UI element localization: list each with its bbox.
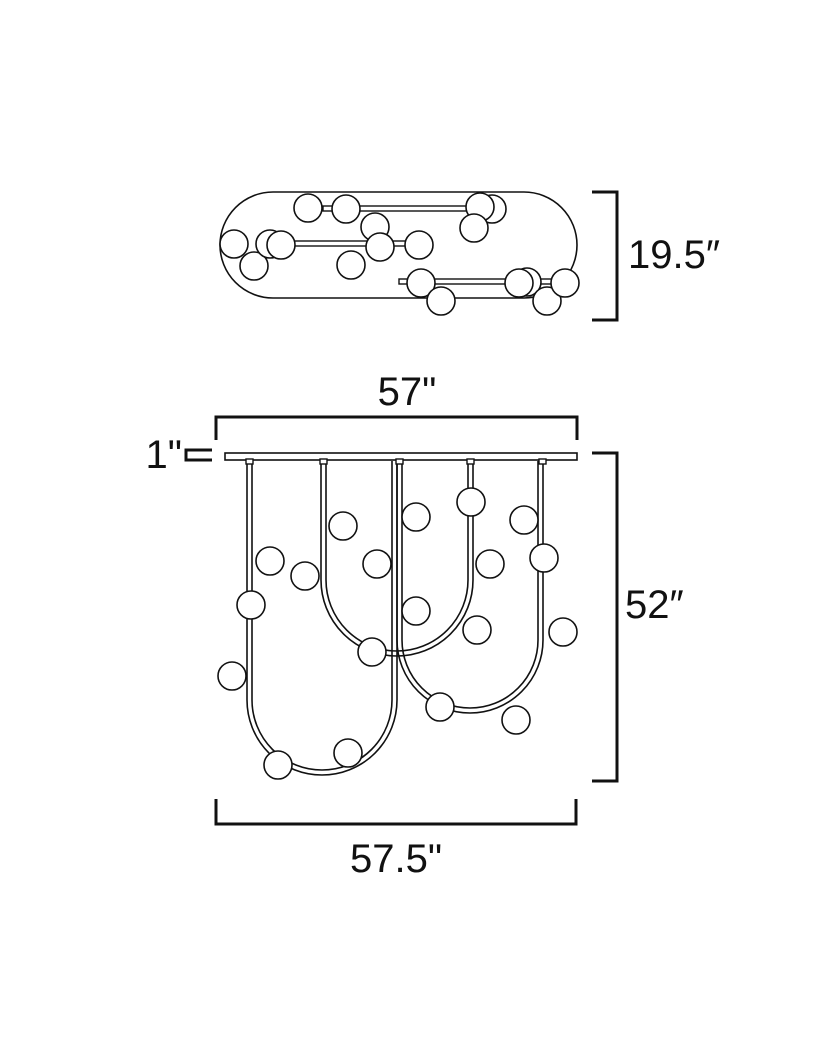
- top-view: 19.5″: [219, 190, 720, 322]
- front-view-globe: [509, 505, 539, 535]
- front-view-globe: [401, 502, 431, 532]
- front-view-globe: [362, 549, 392, 579]
- front-view-globes: [217, 487, 578, 780]
- top-view-globe: [532, 286, 562, 316]
- chandelier-arms: [246, 461, 544, 776]
- front-view-globe: [529, 543, 559, 573]
- front-view-globe: [333, 738, 363, 768]
- middle-u-arm: [320, 461, 474, 657]
- front-view-globe: [456, 487, 486, 517]
- canopy-width-bracket: [214, 415, 579, 440]
- right-u-arm: [396, 461, 544, 714]
- top-view-globe: [239, 251, 269, 281]
- stem-caps: [245, 458, 547, 465]
- front-view-globe: [236, 590, 266, 620]
- top-view-globe: [406, 268, 436, 298]
- overall-width-bracket: [214, 799, 578, 826]
- front-view-globe: [462, 615, 492, 645]
- top-view-globe: [336, 250, 366, 280]
- top-view-globe: [426, 286, 456, 316]
- front-view-globe: [548, 617, 578, 647]
- front-view-globe: [328, 511, 358, 541]
- top-view-globe: [266, 230, 296, 260]
- top-view-globe: [293, 193, 323, 223]
- top-view-globe: [550, 268, 580, 298]
- top-view-globe: [219, 229, 249, 259]
- top-view-globe: [459, 213, 489, 243]
- depth-bracket: [592, 190, 619, 322]
- front-view-globe: [425, 692, 455, 722]
- top-view-globe: [504, 268, 534, 298]
- front-view-globe: [501, 705, 531, 735]
- top-view-globe: [365, 232, 395, 262]
- front-view-globe: [475, 549, 505, 579]
- overall-height-bracket: [592, 451, 619, 783]
- front-view-globe: [217, 661, 247, 691]
- overall-width-label: 57.5": [350, 837, 442, 881]
- top-view-globes: [219, 192, 580, 316]
- overall-height-label: 52″: [625, 583, 684, 627]
- front-view-globe: [357, 637, 387, 667]
- front-view-globe: [255, 546, 285, 576]
- front-view: 57" 1": [146, 370, 684, 881]
- canopy-width-label: 57": [378, 370, 437, 414]
- front-view-globe: [263, 750, 293, 780]
- depth-label: 19.5″: [628, 233, 720, 277]
- front-view-globe: [401, 596, 431, 626]
- canopy-height-label: 1": [146, 433, 182, 477]
- canopy-height-bracket: [184, 448, 212, 462]
- left-u-arm: [246, 461, 398, 776]
- top-view-globe: [404, 230, 434, 260]
- front-view-globe: [290, 561, 320, 591]
- top-view-globe: [331, 194, 361, 224]
